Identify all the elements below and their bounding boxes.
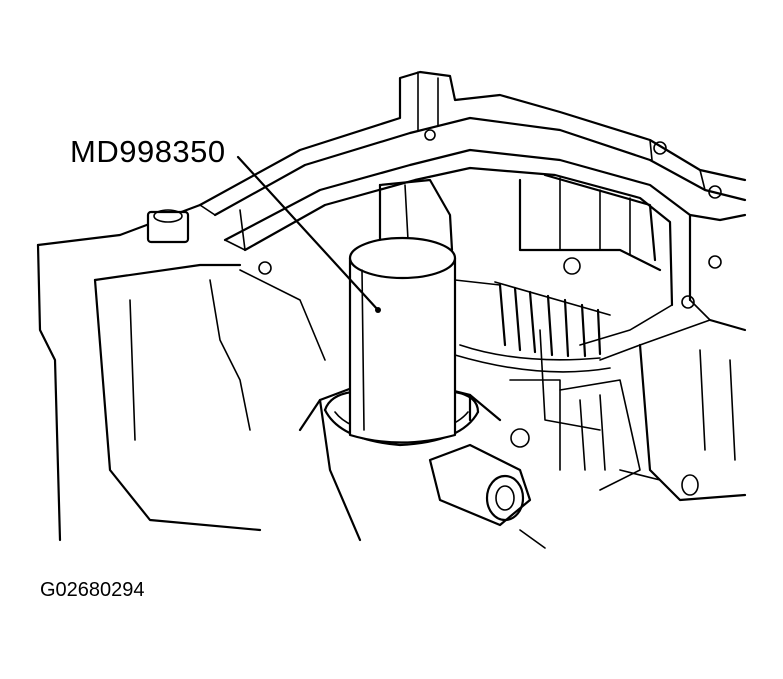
case-inner-opening (223, 148, 722, 361)
leader-line (236, 155, 381, 313)
case-left-wall (36, 203, 326, 542)
case-top-rim (198, 70, 747, 217)
special-tool-md998350 (348, 236, 457, 444)
figure-code: G02680294 (40, 579, 145, 601)
case-right-wall (619, 213, 747, 502)
tool-callout-label: MD998350 (70, 134, 226, 169)
inner-housing (378, 173, 662, 373)
